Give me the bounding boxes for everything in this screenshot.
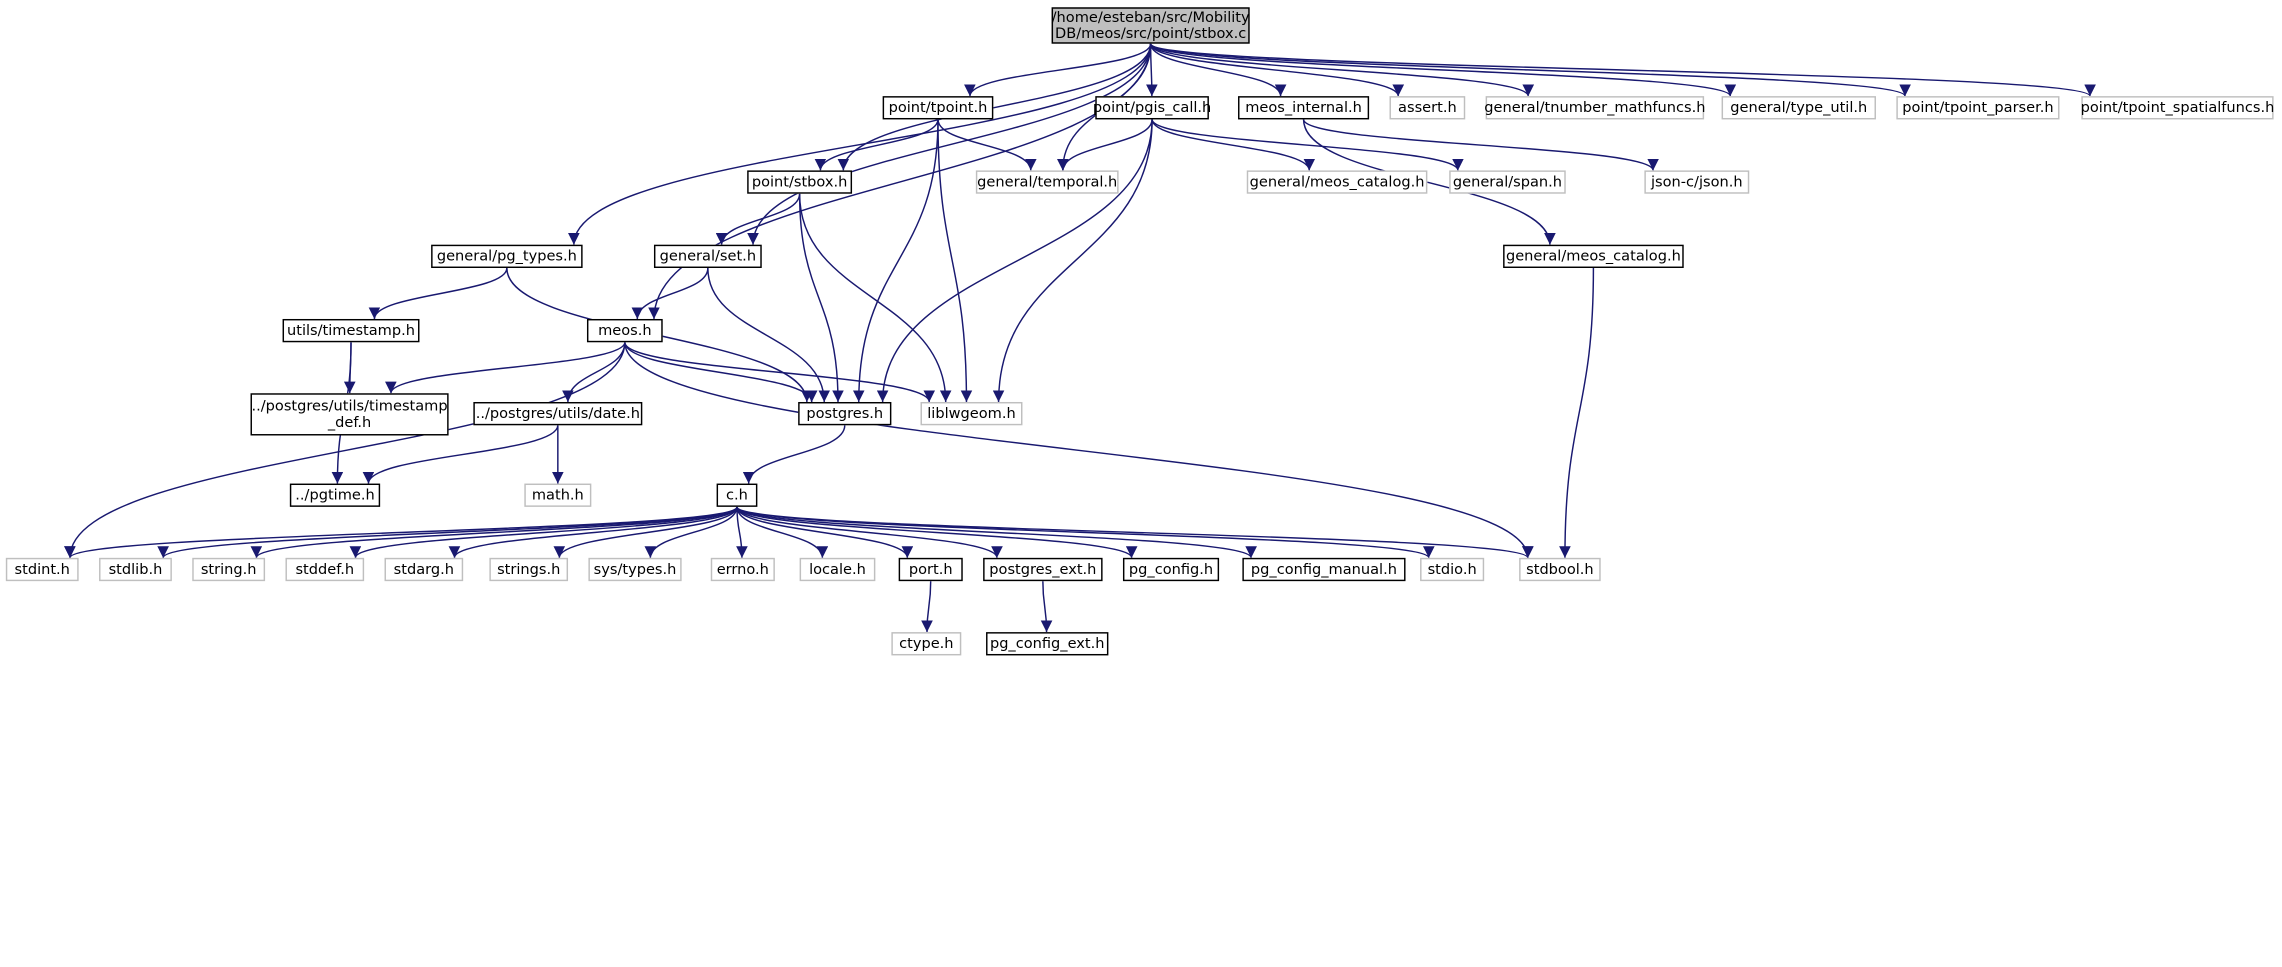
edge-general-pg-types-h-to-utils-timestamp-h bbox=[368, 267, 508, 320]
edge-c-h-to-stdio-h bbox=[736, 506, 1435, 559]
edge-c-h-to-port-h bbox=[736, 506, 914, 559]
edge-c-h-to-pg-config-manual-h bbox=[736, 506, 1257, 559]
node-stdio-h: stdio.h bbox=[1420, 557, 1485, 582]
node-general-meos-catalog-h-b[interactable]: general/meos_catalog.h bbox=[1503, 244, 1684, 268]
node-general-tnumber-mathfuncs-h: general/tnumber_mathfuncs.h bbox=[1484, 96, 1705, 120]
node-locale-h: locale.h bbox=[799, 557, 876, 582]
edge-root-to-assert-h bbox=[1149, 43, 1404, 97]
node-general-span-h: general/span.h bbox=[1449, 170, 1566, 194]
edge-meos-internal-h-to-json-c-json-h bbox=[1302, 119, 1659, 171]
node-point-pgis-call-h[interactable]: point/pgis_call.h bbox=[1093, 96, 1211, 120]
node-general-pg-types-h[interactable]: general/pg_types.h bbox=[431, 244, 583, 268]
node-meos-internal-h[interactable]: meos_internal.h bbox=[1238, 96, 1370, 120]
edge-postgres-h-to-c-h bbox=[742, 425, 846, 484]
edge-c-h-to-stdlib-h bbox=[157, 506, 738, 559]
edge-root-to-general-pg-types-h bbox=[568, 43, 1152, 245]
node-postgres-utils-timestamp-def-h[interactable]: ../postgres/utils/timestamp _def.h bbox=[250, 393, 449, 436]
edge-postgres-utils-date-h-to-pgtime-h bbox=[362, 425, 559, 484]
edge-point-pgis-call-h-to-general-meos-catalog-h-a bbox=[1151, 119, 1316, 171]
edge-point-tpoint-h-to-liblwgeom-h bbox=[937, 119, 973, 402]
edge-c-h-to-pg-config-h bbox=[736, 506, 1138, 559]
node-postgres-h[interactable]: postgres.h bbox=[798, 401, 892, 426]
edge-c-h-to-stdbool-h bbox=[736, 506, 1534, 559]
node-stddef-h: stddef.h bbox=[285, 557, 365, 582]
edge-general-set-h-to-postgres-h bbox=[707, 267, 831, 402]
node-strings-h: strings.h bbox=[489, 557, 569, 582]
edge-root-to-point-stbox-h bbox=[837, 43, 1152, 171]
edge-point-tpoint-h-to-point-stbox-h bbox=[814, 119, 939, 171]
node-postgres-ext-h[interactable]: postgres_ext.h bbox=[983, 557, 1103, 582]
edge-general-set-h-to-meos-h bbox=[631, 267, 709, 320]
edge-root-to-point-tpoint-parser-h bbox=[1149, 43, 1911, 97]
node-utils-timestamp-h[interactable]: utils/timestamp.h bbox=[282, 318, 420, 343]
node-postgres-utils-date-h[interactable]: ../postgres/utils/date.h bbox=[473, 401, 643, 426]
node-point-stbox-h[interactable]: point/stbox.h bbox=[747, 170, 853, 194]
node-stdlib-h: stdlib.h bbox=[99, 557, 172, 582]
edge-meos-h-to-stdbool-h bbox=[624, 342, 1534, 558]
node-c-h[interactable]: c.h bbox=[716, 483, 758, 507]
edge-point-tpoint-h-to-postgres-h bbox=[852, 119, 939, 402]
edge-point-tpoint-h-to-general-temporal-h bbox=[937, 119, 1037, 171]
node-pg-config-ext-h[interactable]: pg_config_ext.h bbox=[986, 632, 1109, 656]
edge-c-h-to-sys-types-h bbox=[644, 506, 738, 558]
edge-meos-h-to-stdint-h bbox=[64, 342, 626, 558]
node-ctype-h: ctype.h bbox=[891, 632, 962, 656]
edge-meos-h-to-postgres-h bbox=[624, 342, 818, 403]
node-general-meos-catalog-h-a: general/meos_catalog.h bbox=[1246, 170, 1428, 194]
edge-root-to-general-tnumber-mathfuncs-h bbox=[1149, 43, 1534, 97]
edge-c-h-to-strings-h bbox=[553, 506, 738, 559]
node-general-temporal-h: general/temporal.h bbox=[975, 170, 1119, 194]
edge-point-pgis-call-h-to-general-span-h bbox=[1151, 119, 1464, 171]
edge-c-h-to-postgres-ext-h bbox=[736, 506, 1003, 559]
node-general-set-h[interactable]: general/set.h bbox=[653, 244, 762, 268]
node-meos-h[interactable]: meos.h bbox=[586, 318, 663, 343]
node-pg-config-manual-h[interactable]: pg_config_manual.h bbox=[1242, 557, 1406, 582]
node-math-h: math.h bbox=[524, 483, 592, 507]
node-json-c-json-h: json-c/json.h bbox=[1644, 170, 1750, 194]
edge-c-h-to-stddef-h bbox=[349, 506, 738, 559]
edge-general-meos-catalog-h-b-to-stdbool-h bbox=[1559, 267, 1595, 558]
node-root: /home/esteban/src/Mobility DB/meos/src/p… bbox=[1051, 7, 1250, 44]
edge-meos-h-to-liblwgeom-h bbox=[624, 342, 935, 403]
edge-point-stbox-h-to-general-set-h bbox=[715, 193, 801, 245]
edge-root-to-general-set-h bbox=[747, 43, 1152, 245]
edge-root-to-general-type-util-h bbox=[1149, 43, 1736, 97]
node-pgtime-h[interactable]: ../pgtime.h bbox=[289, 483, 381, 507]
edge-point-stbox-h-to-liblwgeom-h bbox=[798, 193, 952, 402]
edge-c-h-to-locale-h bbox=[736, 506, 829, 558]
edge-root-to-point-tpoint-spatialfuncs-h bbox=[1149, 43, 2096, 97]
node-stdbool-h: stdbool.h bbox=[1519, 557, 1601, 582]
node-string-h: string.h bbox=[192, 557, 266, 582]
node-pg-config-h[interactable]: pg_config.h bbox=[1122, 557, 1220, 582]
edge-postgres-ext-h-to-pg-config-ext-h bbox=[1040, 581, 1053, 633]
edge-c-h-to-errno-h bbox=[736, 506, 748, 558]
edge-point-pgis-call-h-to-general-temporal-h bbox=[1057, 119, 1153, 171]
node-point-tpoint-parser-h: point/tpoint_parser.h bbox=[1896, 96, 2060, 120]
node-port-h[interactable]: port.h bbox=[898, 557, 963, 582]
node-point-tpoint-spatialfuncs-h: point/tpoint_spatialfuncs.h bbox=[2081, 96, 2274, 120]
node-stdint-h: stdint.h bbox=[5, 557, 79, 582]
edge-port-h-to-ctype-h bbox=[921, 581, 933, 633]
edge-c-h-to-stdarg-h bbox=[448, 506, 738, 559]
edge-root-to-meos-internal-h bbox=[1149, 43, 1287, 97]
node-liblwgeom-h: liblwgeom.h bbox=[920, 401, 1023, 426]
node-point-tpoint-h[interactable]: point/tpoint.h bbox=[882, 96, 994, 120]
node-assert-h: assert.h bbox=[1389, 96, 1466, 120]
edge-layer bbox=[64, 43, 2096, 633]
node-sys-types-h: sys/types.h bbox=[588, 557, 682, 582]
edge-c-h-to-string-h bbox=[250, 506, 738, 559]
edge-point-pgis-call-h-to-postgres-h bbox=[876, 119, 1153, 402]
node-errno-h: errno.h bbox=[710, 557, 775, 582]
edge-root-to-point-tpoint-h bbox=[964, 43, 1152, 97]
node-general-type-util-h: general/type_util.h bbox=[1721, 96, 1876, 120]
node-stdarg-h: stdarg.h bbox=[384, 557, 464, 582]
edge-meos-h-to-postgres-utils-timestamp-def-h bbox=[385, 341, 626, 394]
edge-point-pgis-call-h-to-liblwgeom-h bbox=[992, 119, 1153, 402]
edge-c-h-to-stdint-h bbox=[64, 506, 738, 559]
edge-point-stbox-h-to-postgres-h bbox=[798, 193, 844, 402]
edge-meos-h-to-postgres-utils-date-h bbox=[562, 342, 626, 403]
